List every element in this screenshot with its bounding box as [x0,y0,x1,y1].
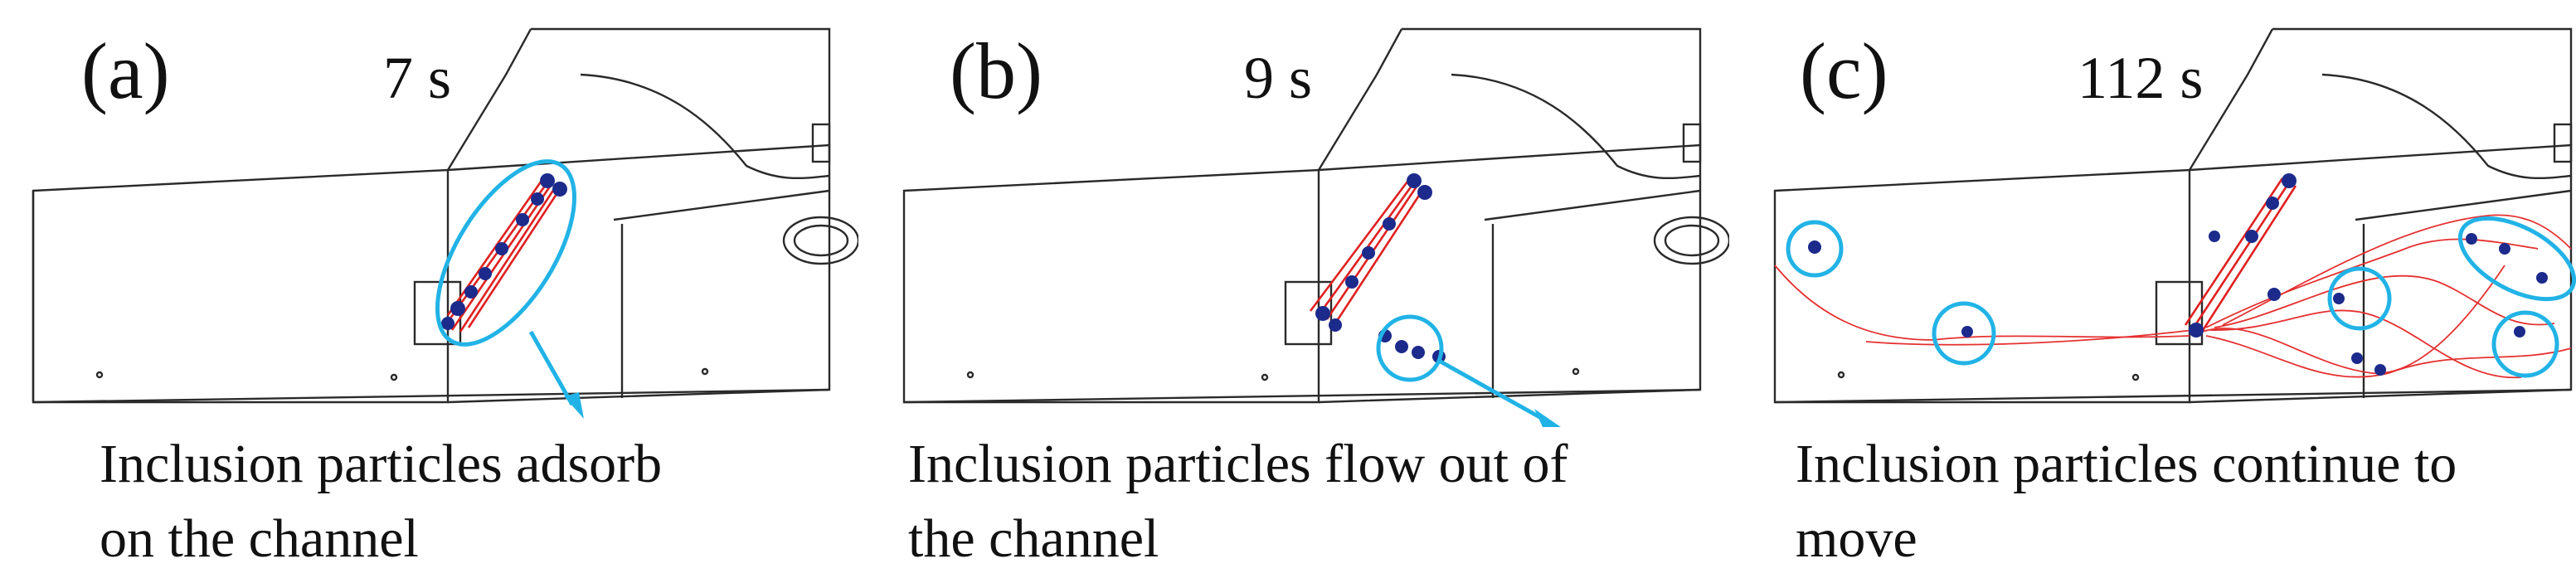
panel-a: (a) 7 s Inclusion particles adsorb on th… [0,0,858,573]
particle [1407,173,1422,188]
panel-label: (c) [1800,27,1888,115]
particle [2282,173,2297,188]
highlight-annotations-a [435,159,584,419]
particle [540,173,555,188]
particle [1383,217,1396,231]
particle [2209,231,2220,242]
highlight-annotations-c [1786,216,2576,378]
time-label: 7 s [383,45,452,111]
panel-c: (c) 112 s Inclusion particles continue t… [1742,0,2576,573]
particle [1362,246,1375,260]
particle [495,242,508,255]
particle [464,285,478,299]
particle [1315,306,1330,321]
particle [2267,288,2281,301]
particle [479,267,492,280]
particle [1417,185,1432,200]
particle [1345,275,1358,289]
panel-label: (b) [950,27,1043,115]
particle [2536,272,2548,284]
highlight-annotations-b [1376,314,1561,427]
panel-b: (b) 9 s Inclusion particles flow out of … [871,0,1729,573]
particle [516,213,529,226]
particle-dots-b [1315,173,1446,363]
particle [1808,240,1821,254]
particle [2245,230,2258,243]
tundish-wireframe-a [32,27,858,404]
panel-label: (a) [81,27,170,115]
particle [1329,318,1342,332]
panel-caption: Inclusion particles flow out of the chan… [908,434,1568,569]
particle [1395,340,1408,353]
particle-dots-a [441,173,567,330]
time-label: 112 s [2078,45,2204,111]
particle [2499,243,2510,255]
particle [2333,293,2345,304]
tundish-wireframe-c [1773,27,2573,404]
particle [2374,364,2386,376]
particle-dots-c [1808,173,2548,376]
particle [2514,326,2525,337]
particle [1961,326,1973,337]
particle [531,192,544,206]
time-label: 9 s [1244,45,1313,111]
particle [441,317,454,330]
particle [2351,352,2363,364]
panel-caption: Inclusion particles adsorb on the channe… [100,434,663,569]
particle [552,182,567,197]
particle [450,301,465,316]
panel-caption: Inclusion particles continue to move [1796,434,2457,569]
particle [2189,323,2204,337]
particle [2466,233,2477,245]
particle [2266,197,2279,210]
particle [1412,346,1425,359]
